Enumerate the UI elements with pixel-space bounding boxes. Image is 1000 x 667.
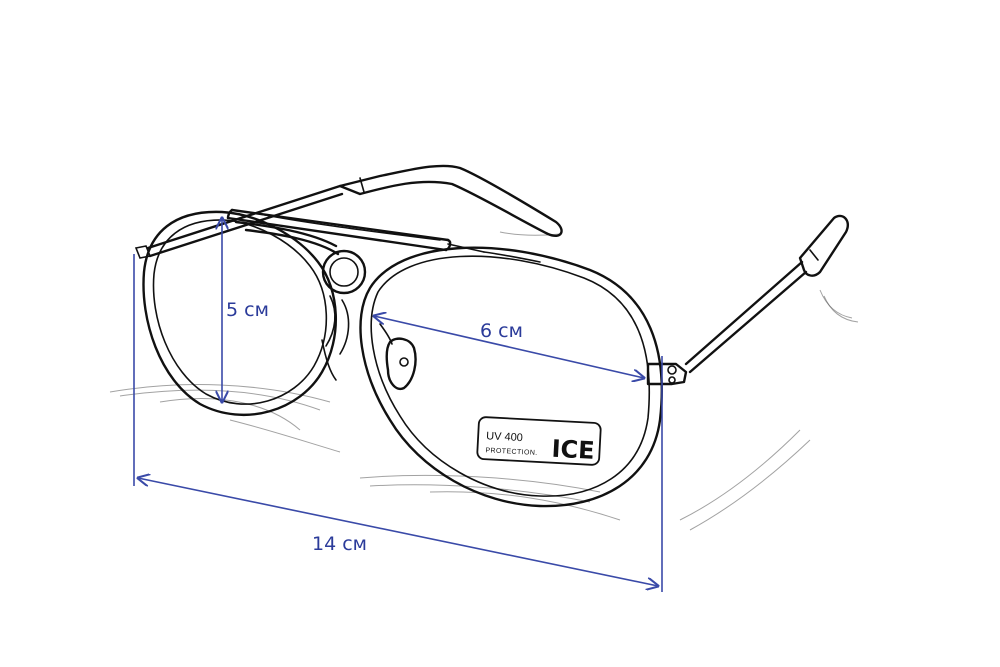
total-width-dimension: 14 см [133,254,663,592]
lens-width-label: 6 см [480,320,523,342]
total-width-label: 14 см [312,533,367,555]
nose-pad [379,323,417,391]
total-width-arrow [138,478,658,586]
right-lens [359,246,663,508]
nose-bridge [234,220,367,381]
uv-sticker: UV 400 PROTECTION. ICE [476,416,602,466]
sticker-brand-text: ICE [551,435,595,465]
left-temple [134,164,563,259]
left-lens [142,210,337,417]
lens-height-label: 5 см [226,299,269,321]
top-bridge-bar [226,208,541,263]
lens-height-dimension: 5 см [222,218,269,402]
sticker-protection-text: PROTECTION. [485,447,538,457]
right-temple [646,214,849,386]
lens-width-dimension: 6 см [374,316,644,378]
sticker-uv-text: UV 400 [486,430,523,444]
lens-width-arrow [374,316,644,378]
